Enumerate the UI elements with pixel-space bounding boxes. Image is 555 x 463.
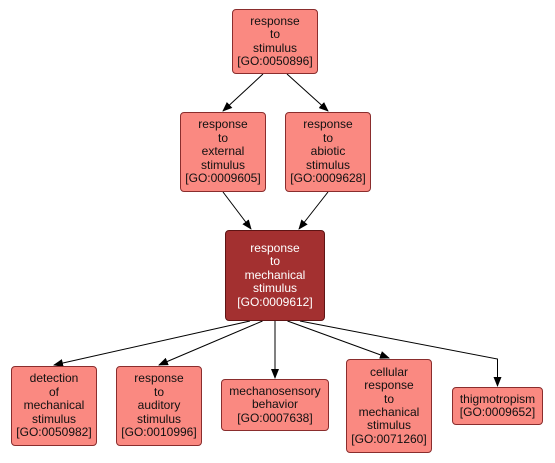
edge-response_to_mechanical_stimulus-to-detection_of_mechanical_stimulus <box>53 320 251 367</box>
node-go-id: [GO:0050982] <box>16 425 92 440</box>
node-go-id: [GO:0050896] <box>237 53 313 68</box>
node-go-id: [GO:0009652] <box>459 405 536 419</box>
node-term: response to stimulus <box>250 13 300 55</box>
node-go-id: [GO:0010996] <box>121 425 197 440</box>
edge-response_to_mechanical_stimulus-to-response_to_auditory_stimulus <box>158 320 263 366</box>
node-thigmotropism[interactable]: thigmotropism [GO:0009652] <box>452 387 543 425</box>
edge-response_to_abiotic_stimulus-to-response_to_mechanical_stimulus <box>298 191 329 230</box>
edge-response_to_external_stimulus-to-response_to_mechanical_stimulus <box>222 191 252 230</box>
node-go-id: [GO:0007638] <box>237 410 313 425</box>
node-term: response to abiotic stimulus <box>303 117 353 172</box>
node-detection-of-mechanical-stimulus[interactable]: detection of mechanical stimulus [GO:005… <box>11 366 97 446</box>
node-term: response to mechanical stimulus <box>244 240 306 296</box>
node-response-to-auditory-stimulus[interactable]: response to auditory stimulus [GO:001099… <box>116 366 202 446</box>
node-term: response to external stimulus <box>198 117 248 172</box>
node-go-id: [GO:0009628] <box>290 171 366 186</box>
node-term: thigmotropism <box>459 391 536 406</box>
node-mechanosensory-behavior[interactable]: mechanosensory behavior [GO:0007638] <box>221 379 329 431</box>
node-term: detection of mechanical stimulus <box>23 371 85 426</box>
edge-response_to_mechanical_stimulus-to-cellular_response_to_mechanical_stimulus <box>287 320 390 359</box>
node-response-to-mechanical-stimulus[interactable]: response to mechanical stimulus [GO:0009… <box>225 230 325 321</box>
edge-response_to_stimulus-to-response_to_abiotic_stimulus <box>286 73 329 112</box>
node-go-id: [GO:0009612] <box>237 294 313 309</box>
node-response-to-stimulus[interactable]: response to stimulus [GO:0050896] <box>232 9 318 74</box>
node-term: cellular response to mechanical stimulus <box>358 364 420 433</box>
node-response-to-external-stimulus[interactable]: response to external stimulus [GO:000960… <box>180 112 266 192</box>
node-go-id: [GO:0009605] <box>185 171 261 186</box>
node-term: response to auditory stimulus <box>134 371 184 426</box>
node-go-id: [GO:0071260] <box>351 431 427 446</box>
edge-response_to_stimulus-to-response_to_external_stimulus <box>222 73 264 112</box>
edge-response_to_mechanical_stimulus-to-thigmotropism <box>299 320 502 387</box>
node-term: mechanosensory behavior <box>229 383 321 412</box>
node-cellular-response-to-mechanical-stimulus[interactable]: cellular response to mechanical stimulus… <box>346 359 432 453</box>
node-response-to-abiotic-stimulus[interactable]: response to abiotic stimulus [GO:0009628… <box>285 112 371 192</box>
